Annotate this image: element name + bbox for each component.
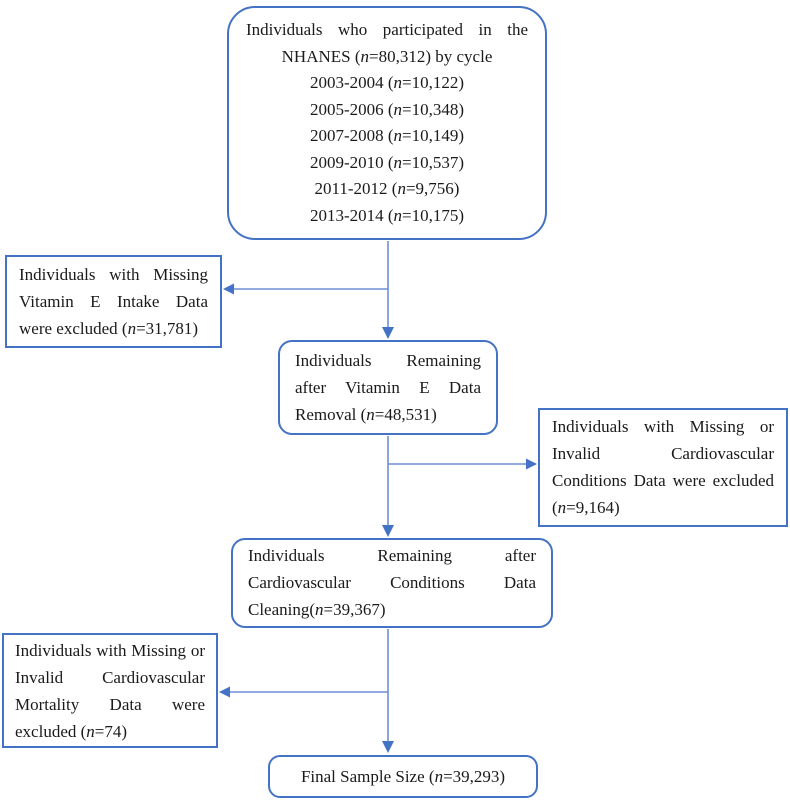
box-text-line: Individuals with Missing or — [552, 417, 774, 436]
box-text-line: 2013-2014 (n=10,175) — [309, 205, 465, 225]
box-text-line: Invalid Cardiovascular — [552, 444, 774, 463]
box-text-line: Individuals who participated in the — [246, 20, 528, 39]
arrowhead-left-excluded-cardio-mortality — [219, 686, 230, 698]
box-text-line: 2007-2008 (n=10,149) — [309, 126, 465, 145]
remaining-vitamin-e-box: Individuals Remaining after Vitamin E Da… — [278, 340, 498, 435]
box-text-line: Final Sample Size (n=39,293) — [300, 767, 506, 786]
arrowhead-down-final — [382, 741, 394, 753]
arrowhead-down-remaining-cardio — [382, 525, 394, 537]
box-text-line: were excluded (n=31,781) — [19, 319, 199, 338]
arrowhead-right-excluded-cardio-conditions — [526, 458, 537, 470]
box-text-line: Individuals Remaining after — [248, 546, 536, 565]
box-text-line: excluded (n=74) — [15, 722, 128, 741]
box-text-line: after Vitamin E Data — [295, 378, 481, 397]
box-text-line: Cleaning(n=39,367) — [248, 600, 386, 619]
box-text-line: (n=9,164) — [552, 498, 620, 517]
excluded-cardio-mortality-box: Individuals with Missing or Invalid Card… — [2, 633, 218, 748]
box-text-line: Individuals with Missing or — [15, 641, 205, 660]
box-text-line: Invalid Cardiovascular — [15, 668, 205, 687]
box-text-line: Cardiovascular Conditions Data — [248, 573, 536, 592]
box-text-line: Individuals with Missing — [19, 265, 208, 284]
box-text-line: 2009-2010 (n=10,537) — [309, 152, 465, 172]
excluded-vitamin-e-box: Individuals with Missing Vitamin E Intak… — [5, 255, 222, 348]
arrowhead-left-excluded-vitamin-e — [223, 283, 234, 295]
final-sample-box: Final Sample Size (n=39,293) — [268, 755, 538, 798]
excluded-cardio-conditions-box: Individuals with Missing or Invalid Card… — [538, 408, 788, 527]
arrowhead-down-remaining-vitamin-e — [382, 327, 394, 339]
box-text-line: Mortality Data were — [15, 695, 205, 714]
box-text-line: Conditions Data were excluded — [552, 471, 774, 490]
box-text-line: NHANES (n=80,312) by cycle — [281, 46, 493, 66]
box-text-line: 2011-2012 (n=9,756) — [314, 179, 460, 198]
box-text-line: Removal (n=48,531) — [295, 405, 437, 424]
remaining-cardio-conditions-box: Individuals Remaining after Cardiovascul… — [231, 538, 553, 628]
box-text-line: Vitamin E Intake Data — [19, 292, 208, 311]
box-text-line: 2005-2006 (n=10,348) — [309, 99, 465, 119]
box-text-line: Individuals Remaining — [295, 351, 481, 370]
enrollment-box: Individuals who participated in the NHAN… — [227, 6, 547, 240]
box-text-line: 2003-2004 (n=10,122) — [309, 73, 465, 92]
